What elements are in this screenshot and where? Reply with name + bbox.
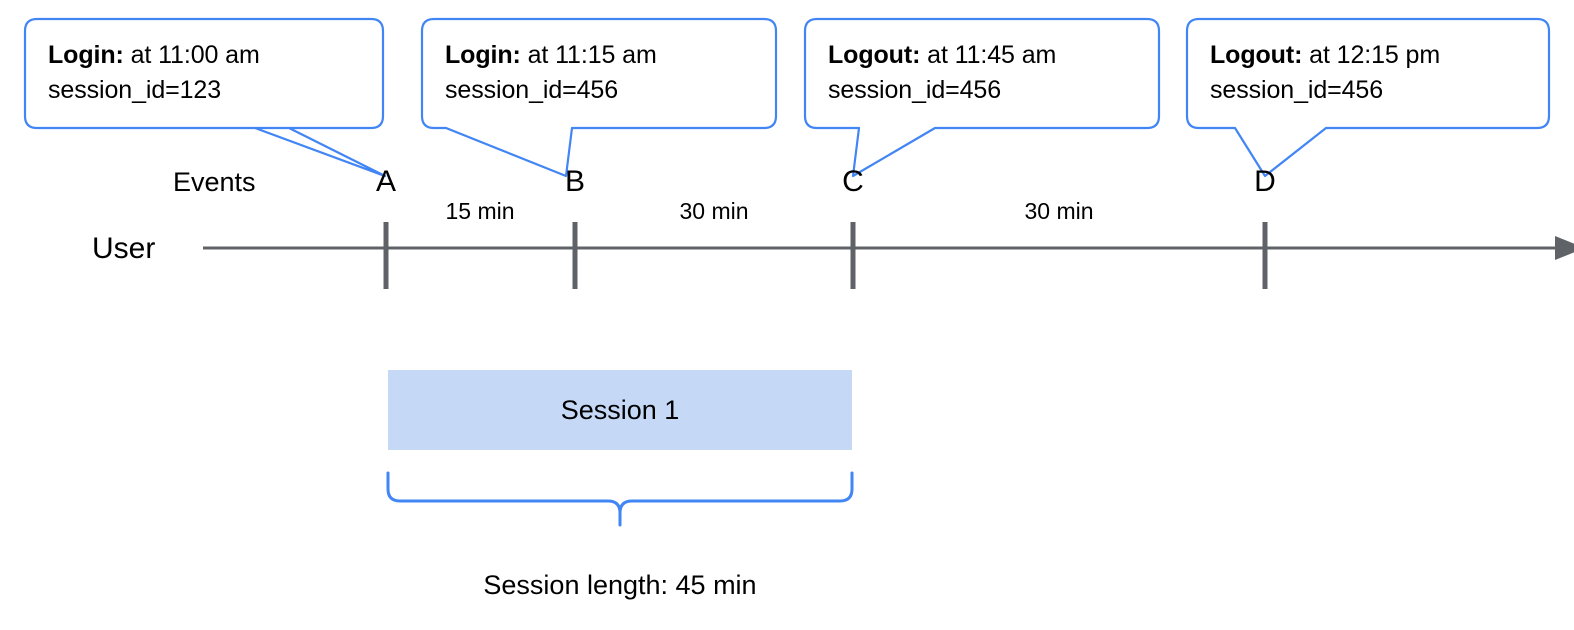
callout-line2-3: session_id=456 [828, 76, 1002, 104]
marker-label-c: C [842, 165, 864, 198]
callout-rest-2: at 11:15 am [520, 41, 657, 69]
session-length-brace [386, 471, 854, 527]
callout-bubble-1 [23, 17, 387, 178]
callout-lead-3: Logout: [828, 41, 921, 69]
marker-label-d: D [1254, 165, 1276, 198]
callout-bubble-3 [803, 17, 1161, 178]
callout-line2-1: session_id=123 [48, 76, 222, 104]
callout-lead-2: Login: [445, 41, 521, 69]
callout-rest-3: at 11:45 am [920, 41, 1057, 69]
marker-label-b: B [564, 165, 585, 198]
callout-bubble-2 [420, 17, 778, 178]
gap-label-a-b: 15 min [445, 198, 515, 224]
callout-line2-4: session_id=456 [1210, 76, 1384, 104]
callout-rest-4: at 12:15 pm [1302, 41, 1441, 69]
gap-label-c-d: 30 min [1024, 198, 1094, 224]
callout-lead-4: Logout: [1210, 41, 1303, 69]
callout-text-2: Login: at 11:15 am session_id=456 [445, 38, 657, 108]
callout-text-4: Logout: at 12:15 pm session_id=456 [1210, 38, 1440, 108]
session-block: Session 1 [388, 370, 852, 450]
callout-text-1: Login: at 11:00 am session_id=123 [48, 38, 260, 108]
callout-text-3: Logout: at 11:45 am session_id=456 [828, 38, 1056, 108]
session-length-caption: Session length: 45 min [483, 570, 757, 600]
marker-label-a: A [375, 165, 396, 198]
row-label-user: User [92, 232, 156, 265]
callout-rest-1: at 11:00 am [123, 41, 260, 69]
events-label: Events [173, 167, 256, 197]
callout-line2-2: session_id=456 [445, 76, 619, 104]
callout-bubble-4 [1185, 17, 1551, 178]
callout-lead-1: Login: [48, 41, 124, 69]
gap-label-b-c: 30 min [679, 198, 749, 224]
